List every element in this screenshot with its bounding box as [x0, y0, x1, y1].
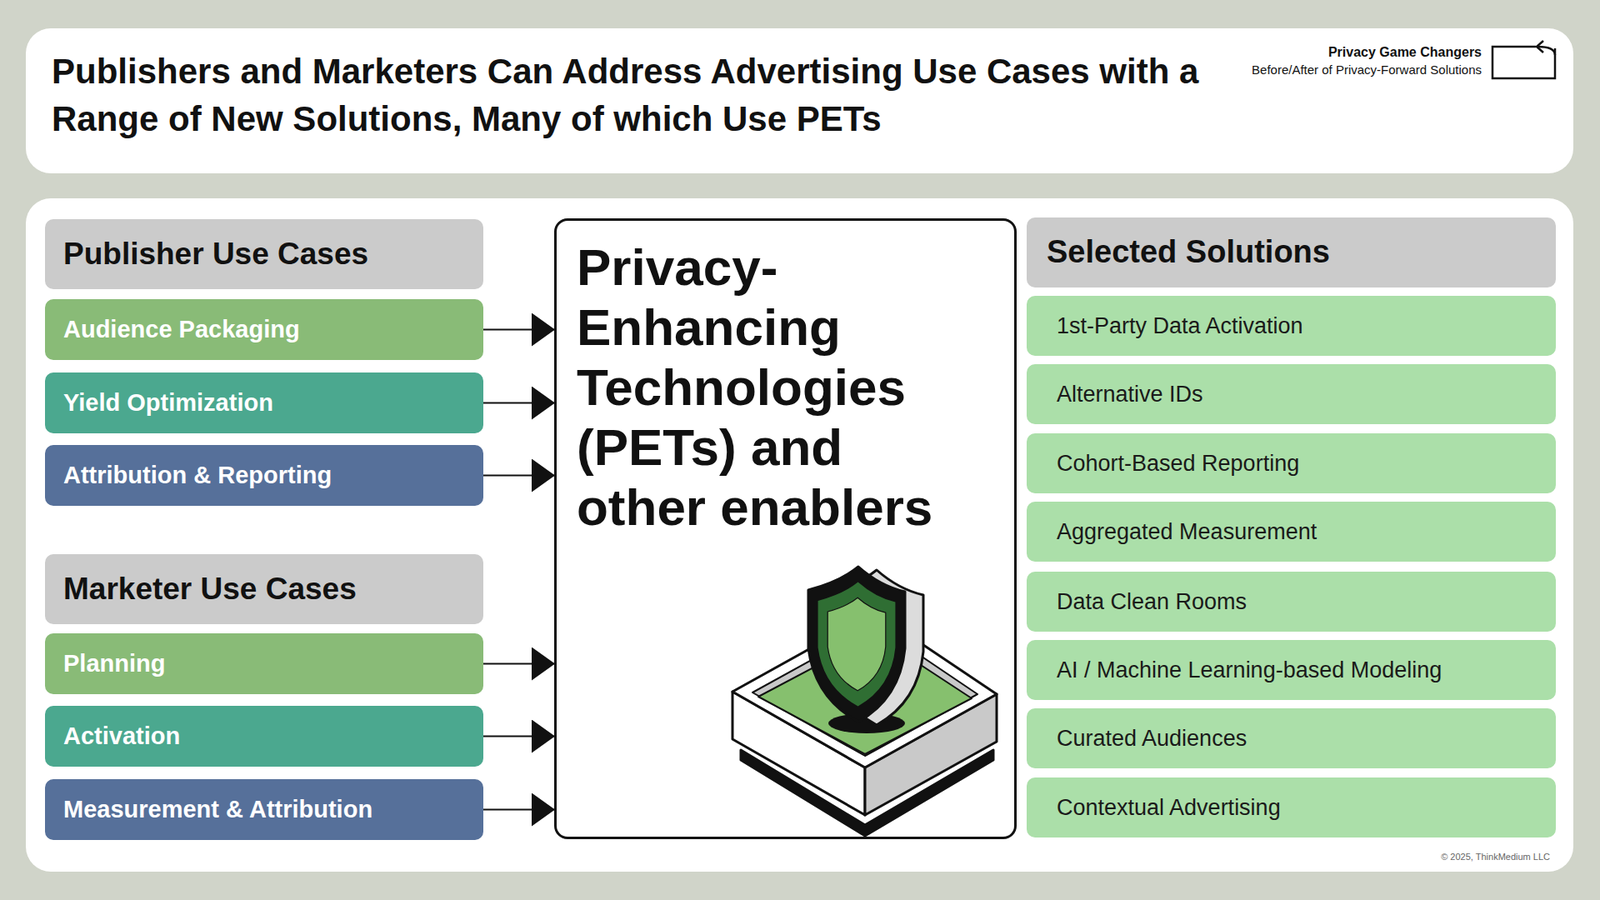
- node-text: Audience Packaging: [63, 315, 465, 345]
- node-text: Planning: [63, 649, 465, 679]
- shield-illustration: [732, 566, 997, 836]
- arrow-connector: [483, 735, 555, 738]
- node-text: Activation: [63, 721, 465, 751]
- node-text: 1st-Party Data Activation: [1056, 312, 1526, 340]
- arrow-connector: [483, 329, 555, 331]
- node-text: Data Clean Rooms: [1056, 588, 1526, 615]
- use-case-box: Yield Optimization: [45, 372, 484, 434]
- solution-box: Cohort-Based Reporting: [1026, 433, 1556, 494]
- solution-box: Data Clean Rooms: [1026, 571, 1556, 632]
- solution-box: Aggregated Measurement: [1026, 501, 1556, 562]
- use-case-box: Activation: [45, 705, 484, 767]
- use-case-box: Attribution & Reporting: [45, 445, 484, 506]
- main-card: [25, 198, 1574, 872]
- section-header: Publisher Use Cases: [45, 219, 484, 290]
- title-card: [25, 28, 1574, 174]
- section-header: Marketer Use Cases: [45, 554, 484, 625]
- node-text: Aggregated Measurement: [1056, 518, 1526, 545]
- node-text: AI / Machine Learning-based Modeling: [1056, 656, 1526, 684]
- node-text: Measurement & Attribution: [63, 795, 465, 825]
- node-text: Curated Audiences: [1056, 725, 1526, 752]
- solution-box: Alternative IDs: [1026, 364, 1556, 425]
- node-text: Contextual Advertising: [1056, 794, 1526, 821]
- node-text: Cohort-Based Reporting: [1056, 450, 1526, 477]
- node-text: Selected Solutions: [1046, 233, 1536, 272]
- node-text: Privacy- Enhancing Technologies (PETs) a…: [576, 237, 977, 538]
- series-label: Privacy Game Changers: [1328, 45, 1482, 60]
- arrow-connector: [483, 475, 555, 477]
- node-text: Publisher Use Cases: [63, 235, 465, 273]
- node-text: Marketer Use Cases: [63, 570, 465, 608]
- section-header: Selected Solutions: [1026, 217, 1556, 288]
- arrow-connector: [483, 402, 555, 405]
- corner-icon: [1492, 40, 1555, 79]
- use-case-box: Measurement & Attribution: [45, 779, 484, 840]
- node-text: Yield Optimization: [63, 388, 465, 418]
- use-case-box: Planning: [45, 633, 484, 695]
- copyright-note: © 2025, ThinkMedium LLC: [1440, 851, 1550, 862]
- node-text: Attribution & Reporting: [63, 460, 465, 490]
- solution-box: Contextual Advertising: [1026, 777, 1556, 838]
- arrow-connector: [483, 663, 555, 665]
- solution-box: 1st-Party Data Activation: [1026, 295, 1556, 356]
- title: Publishers and Marketers Can Address Adv…: [51, 48, 1202, 143]
- series-label: Before/After of Privacy-Forward Solution…: [1251, 62, 1482, 77]
- arrow-connector: [483, 809, 555, 811]
- solution-box: AI / Machine Learning-based Modeling: [1026, 640, 1556, 700]
- use-case-box: Audience Packaging: [45, 299, 484, 360]
- pet-box: Privacy- Enhancing Technologies (PETs) a…: [554, 218, 1017, 840]
- node-text: Alternative IDs: [1056, 380, 1526, 408]
- solution-box: Curated Audiences: [1026, 708, 1556, 769]
